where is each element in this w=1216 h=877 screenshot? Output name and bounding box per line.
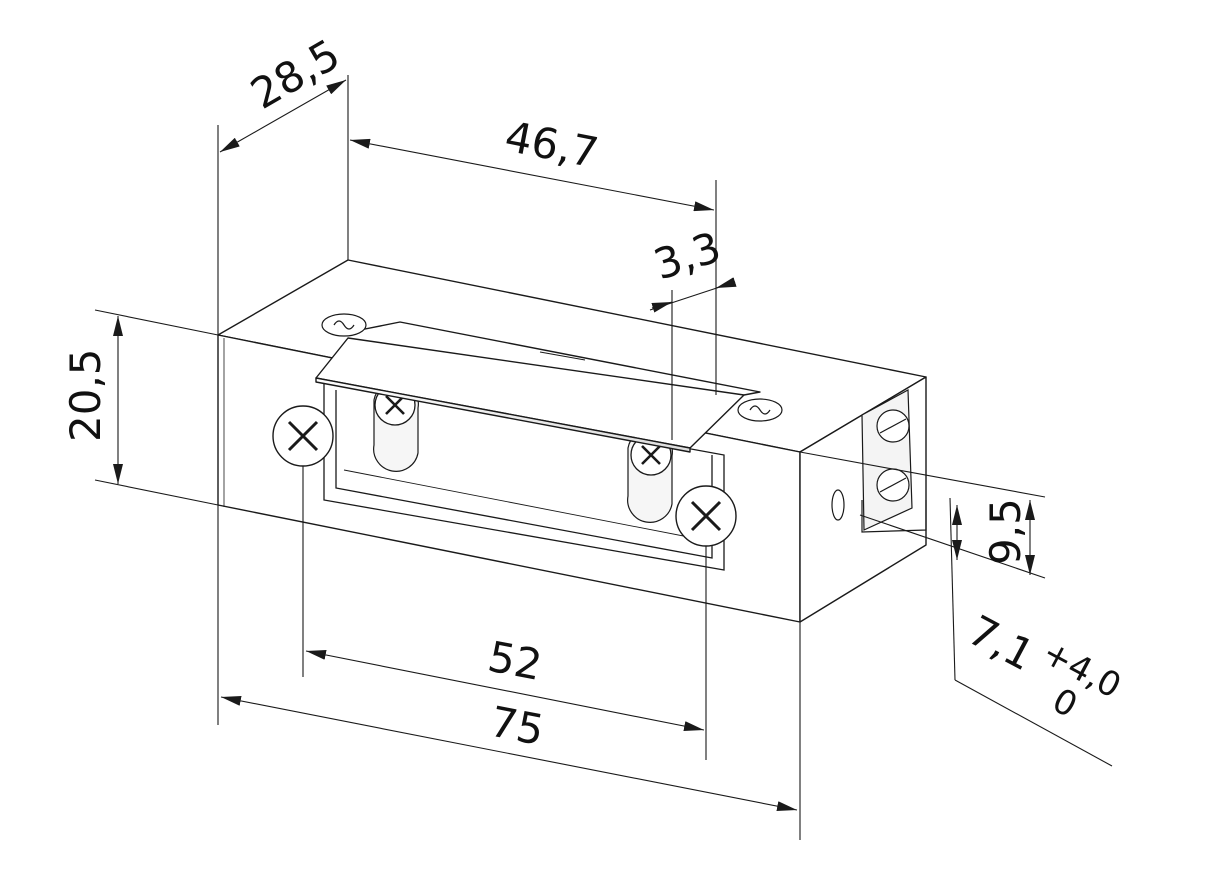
dim-line-28-5 bbox=[219, 79, 347, 153]
dim-line-75 bbox=[220, 695, 798, 812]
dim-label-3-3: 3,3 bbox=[648, 222, 727, 289]
dim-label-9-5: 9,5 bbox=[981, 498, 1030, 565]
dim-label-28-5: 28,5 bbox=[243, 29, 348, 118]
logo-marks bbox=[321, 313, 783, 422]
dim-line-46-7 bbox=[349, 138, 715, 212]
latch-ramp bbox=[315, 321, 761, 453]
dim-label-46-7: 46,7 bbox=[501, 112, 602, 178]
dim-label-tolerance-lower: 0 bbox=[1046, 681, 1084, 726]
dim-label-75: 75 bbox=[486, 697, 548, 755]
dim-label-tolerance-upper: +4,0 bbox=[1036, 633, 1128, 707]
dimension-lines bbox=[94, 75, 1113, 840]
terminal-block bbox=[831, 389, 927, 533]
mounting-screws bbox=[272, 405, 737, 547]
dim-label-52: 52 bbox=[484, 632, 546, 690]
mounting-hole-icon bbox=[831, 489, 845, 521]
dim-label-7-1: 7,1 bbox=[960, 606, 1042, 681]
dim-label-20-5: 20,5 bbox=[61, 348, 110, 442]
